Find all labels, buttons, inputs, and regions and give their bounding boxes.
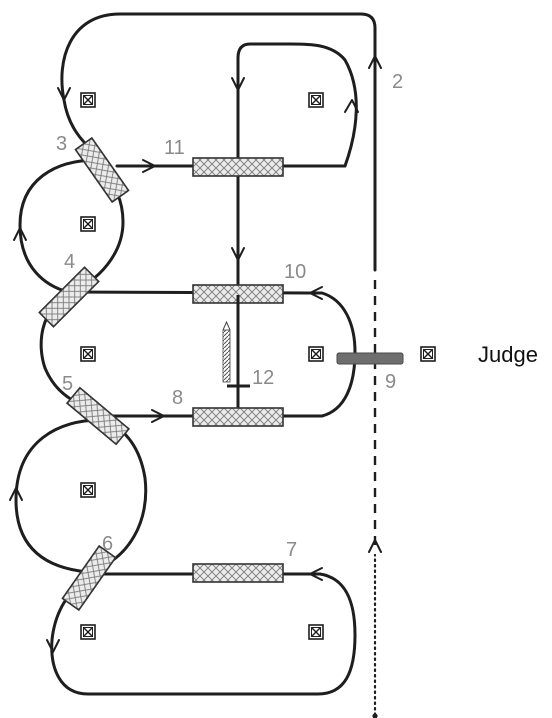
path-loop-5-6 — [14, 418, 148, 574]
arrow-up-approach — [368, 539, 382, 553]
label-10: 10 — [284, 261, 306, 283]
obstacle-3 — [74, 136, 130, 204]
obstacle-4 — [38, 266, 100, 328]
arrow-right-11 — [142, 159, 156, 173]
label-3: 3 — [56, 133, 67, 155]
cone-marker-icon — [80, 482, 96, 498]
label-5: 5 — [62, 373, 73, 395]
arrow-up-2 — [368, 55, 382, 69]
label-6: 6 — [102, 533, 113, 555]
label-7: 7 — [286, 539, 297, 561]
obstacle-11 — [192, 157, 284, 177]
arrow-up-loop-5-6 — [9, 487, 23, 501]
label-2: 2 — [392, 71, 403, 93]
arrow-right-8 — [151, 409, 165, 423]
arrow-up-topright — [344, 99, 359, 113]
arrow-left-7 — [309, 567, 323, 581]
label-12: 12 — [252, 367, 274, 389]
path-top-outer-loop — [60, 12, 377, 272]
label-4: 4 — [64, 251, 75, 273]
path-bottom-loop — [50, 572, 357, 696]
start-dot — [372, 713, 378, 718]
cone-marker-icon — [308, 92, 324, 108]
arrow-down-center-mid — [231, 247, 245, 261]
arrow-down-bottom-loop — [46, 639, 60, 653]
arrow-up-loop-3-4 — [13, 227, 27, 241]
cone-marker-icon — [80, 624, 96, 640]
cone-marker-icon — [80, 346, 96, 362]
cone-marker-icon — [80, 216, 96, 232]
obstacle-12-caret-icon — [222, 320, 231, 331]
obstacle-7 — [192, 563, 284, 583]
cone-marker-icon — [308, 624, 324, 640]
arrow-down-center-top — [231, 77, 245, 91]
obstacle-6 — [61, 544, 117, 612]
obstacle-8 — [192, 407, 284, 427]
label-9: 9 — [385, 371, 396, 393]
gate-9 — [336, 352, 404, 365]
cone-marker-icon — [80, 92, 96, 108]
obstacle-12-striped-bar — [222, 329, 231, 383]
path-top-inner-loop — [236, 42, 358, 412]
arrow-left-10 — [309, 286, 323, 300]
arrow-down-left-top — [57, 87, 71, 101]
label-11: 11 — [164, 137, 185, 159]
cone-marker-icon — [308, 346, 324, 362]
obstacle-5 — [65, 386, 131, 446]
path-loop-10-8 — [98, 291, 357, 418]
judge-marker-icon — [420, 346, 436, 362]
label-8: 8 — [172, 387, 183, 409]
judge-label: Judge — [478, 342, 538, 367]
